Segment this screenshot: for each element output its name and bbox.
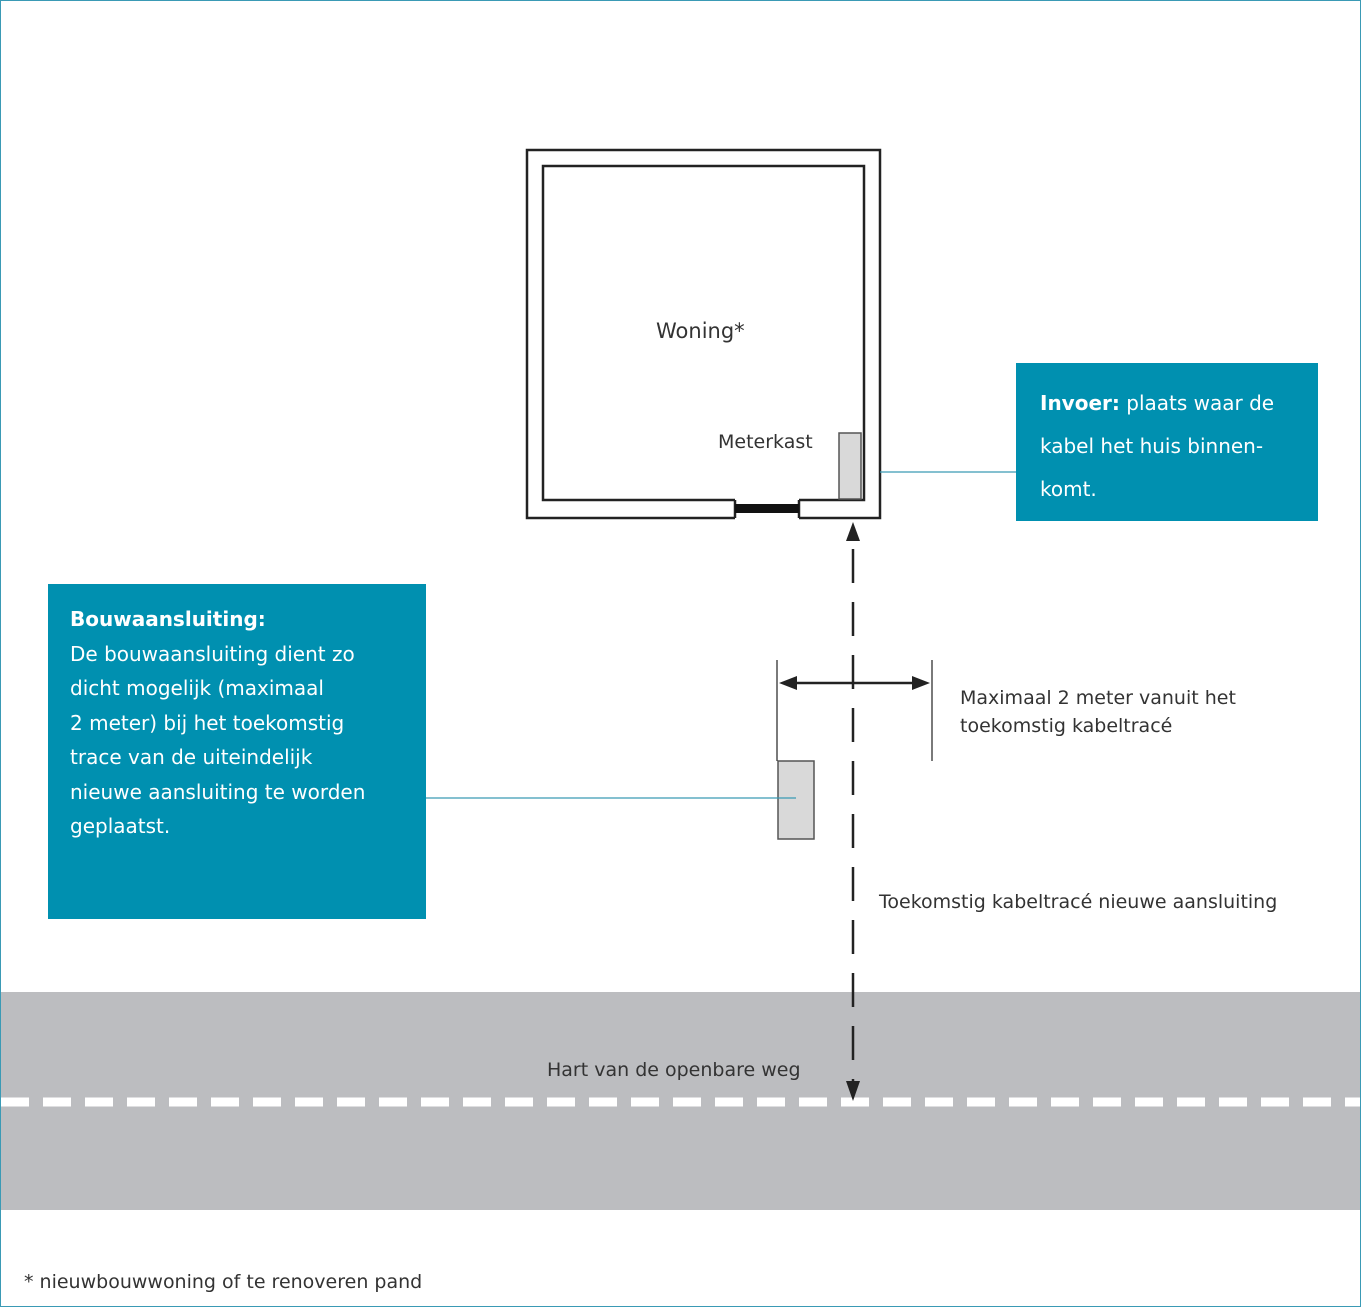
bouw-line: 2 meter) bij het toekomstig [70, 710, 345, 735]
future-route-label: Toekomstig kabeltracé nieuwe aansluiting [879, 891, 1278, 913]
invoer-heading: Invoer: [1040, 391, 1120, 415]
bouw-line: trace van de uiteindelijk [70, 745, 313, 769]
footnote: * nieuwbouwwoning of te renoveren pand [24, 1271, 423, 1293]
meter-box-label: Meterkast [718, 431, 813, 453]
invoer-line-1: Invoer: plaats waar de [1040, 382, 1318, 425]
bouw-heading: Bouwaansluiting: [70, 602, 426, 637]
bouw-line: De bouwaansluiting dient zo [70, 641, 355, 666]
dimension-arrow-right [912, 676, 930, 690]
invoer-line-3: komt. [1040, 477, 1097, 501]
meter-box-shape [838, 432, 862, 500]
road-center-label: Hart van de openbare weg [547, 1059, 801, 1081]
doorway [735, 504, 799, 513]
bouwaansluiting-box-shape [777, 760, 815, 840]
route-arrow-up [846, 522, 860, 541]
bouw-line: dicht mogelijk (maximaal [70, 676, 324, 700]
dimension-arrow-left [779, 676, 797, 690]
bouwaansluiting-callout: Bouwaansluiting: De bouwaansluiting dien… [48, 584, 426, 919]
house-label: Woning* [656, 319, 745, 343]
max-distance-label-2: toekomstig kabeltracé [960, 715, 1173, 737]
invoer-line-2: kabel het huis binnen- [1040, 434, 1264, 458]
invoer-line-1-rest: plaats waar de [1119, 391, 1275, 415]
max-distance-label-1: Maximaal 2 meter vanuit het [960, 687, 1236, 709]
route-arrow-down [846, 1081, 860, 1101]
invoer-callout: Invoer: plaats waar de kabel het huis bi… [1016, 363, 1318, 521]
bouw-heading-text: Bouwaansluiting: [70, 607, 266, 631]
bouw-line: nieuwe aansluiting te worden [70, 779, 366, 804]
bouw-line: geplaatst. [70, 814, 171, 838]
